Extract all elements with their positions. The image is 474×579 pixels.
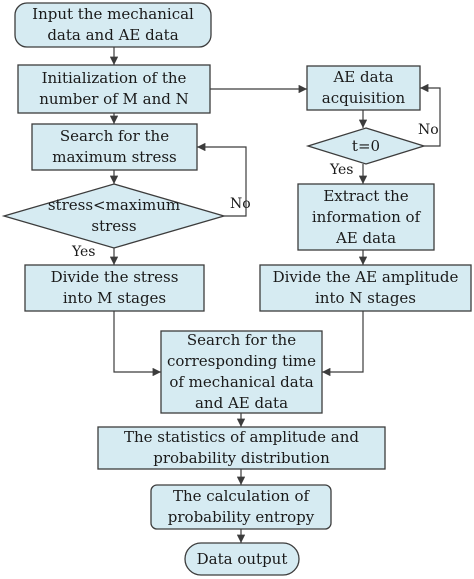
t0-yes-label: Yes (330, 162, 354, 178)
extract-box (297, 183, 435, 251)
stress-diamond (1, 183, 227, 249)
edge-t0-no-loop (420, 83, 441, 147)
stress-yes-label: Yes (72, 244, 96, 260)
stress-no-label: No (230, 196, 251, 212)
t0-no-label: No (418, 122, 439, 138)
ae-acquisition-box (306, 65, 421, 111)
t0-diamond (305, 127, 427, 165)
divide-stress-box (24, 264, 205, 312)
input-box (14, 2, 212, 48)
search-max-box (31, 123, 198, 171)
search-time-box (160, 330, 323, 414)
edge-divide-stress-search (113, 311, 161, 377)
init-box (17, 64, 211, 114)
stats-box (97, 426, 386, 470)
divide-ae-box (259, 264, 472, 312)
edge-divide-ae-search (322, 311, 364, 377)
edge-stress-no-loop (197, 142, 247, 217)
entropy-box (150, 484, 332, 530)
output-box (184, 542, 300, 576)
